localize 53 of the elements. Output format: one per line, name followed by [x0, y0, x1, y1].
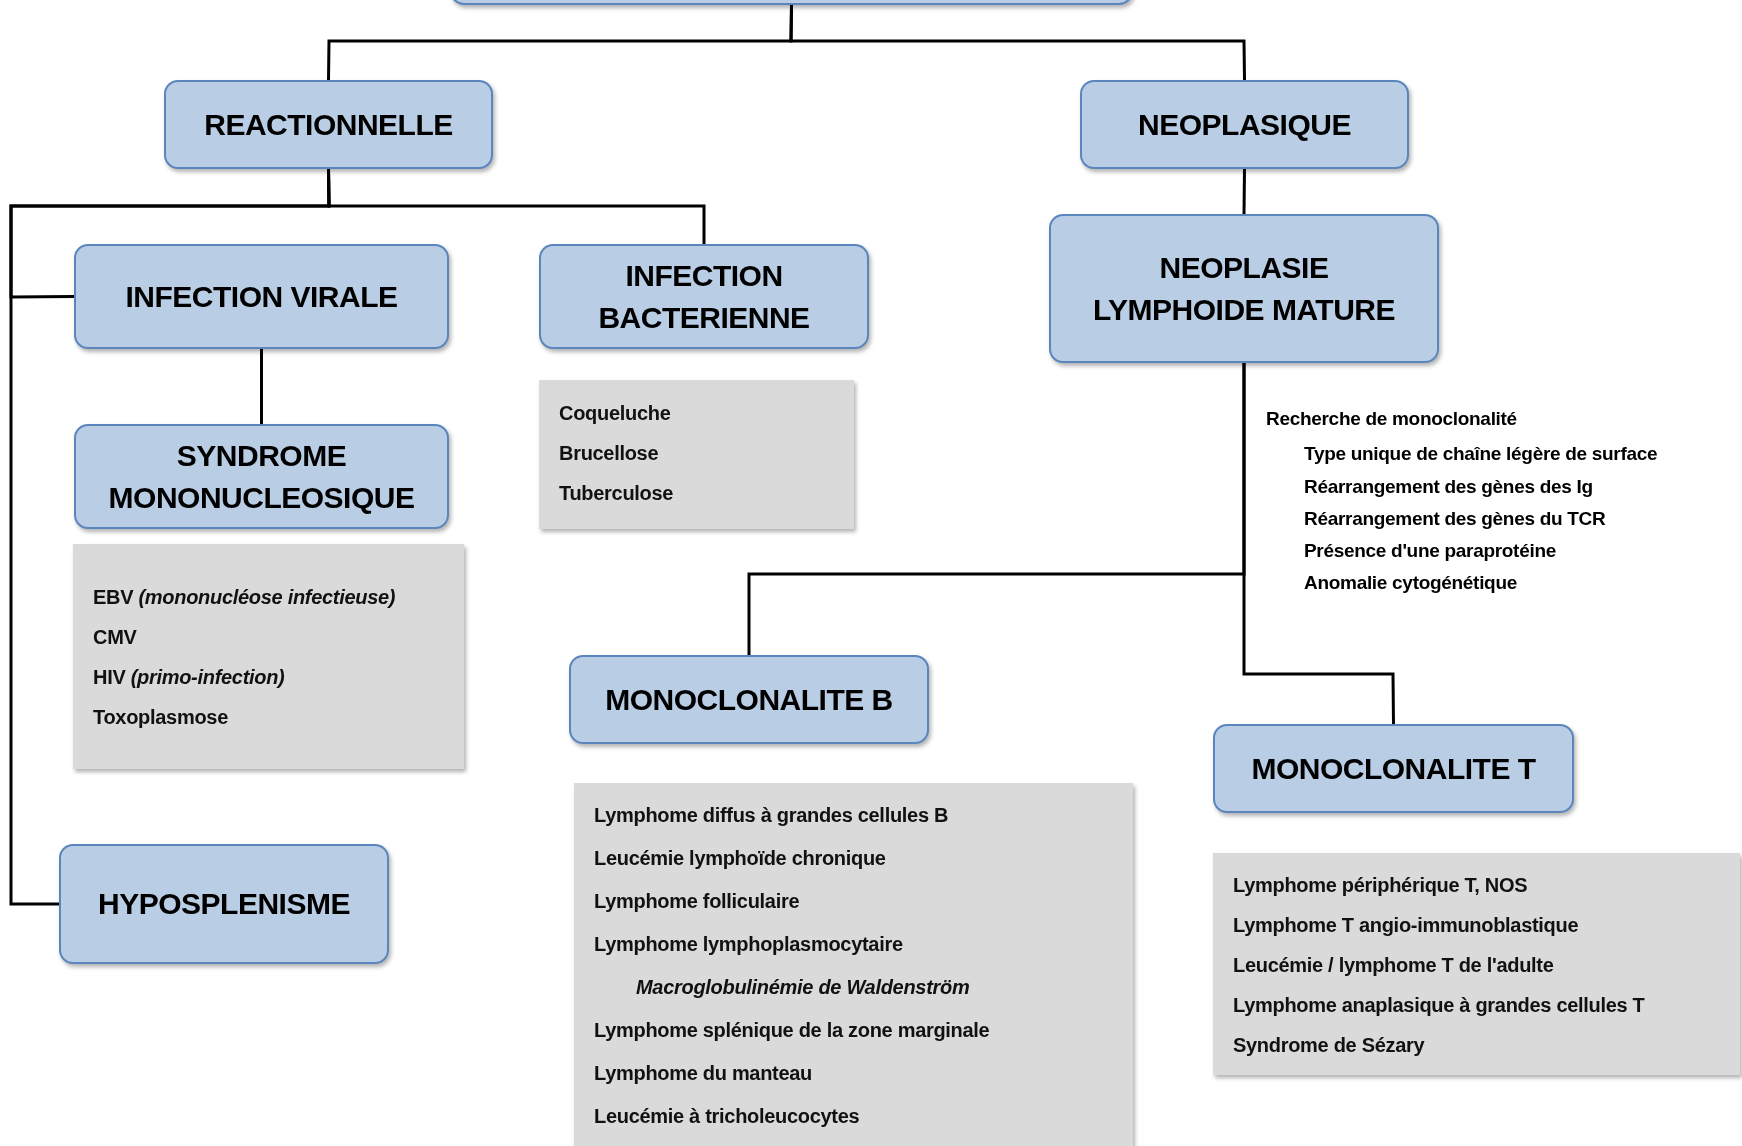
list-item: Leucémie lymphoïde chronique [594, 847, 886, 870]
category-box [74, 424, 449, 529]
criterion-item: Anomalie cytogénétique [1304, 572, 1517, 594]
category-box [1080, 80, 1409, 169]
connector-line [260, 349, 263, 424]
criterion-item: Réarrangement des gènes du TCR [1304, 508, 1606, 530]
criterion-item: Présence d'une paraprotéine [1304, 540, 1556, 562]
list-item: Lymphome lymphoplasmocytaire [594, 933, 903, 956]
list-item: EBV (mononucléose infectieuse) [93, 586, 396, 609]
list-item: HIV (primo-infection) [93, 666, 285, 689]
list-panel [1213, 853, 1740, 1075]
list-item: Coqueluche [559, 402, 671, 425]
box-label: REACTIONNELLE [203, 106, 454, 143]
list-item: Leucémie / lymphome T de l'adulte [1233, 954, 1554, 977]
category-box [569, 655, 929, 744]
category-box [59, 844, 389, 964]
list-item: Lymphome anaplasique à grandes cellules T [1233, 994, 1645, 1017]
list-item: Tuberculose [559, 482, 674, 505]
list-item: Syndrome de Sézary [1233, 1034, 1425, 1057]
box-label: MONOCLONALITE T [1250, 750, 1537, 787]
list-item: Lymphome diffus à grandes cellules B [594, 804, 949, 827]
box-label: SYNDROME MONONUCLEOSIQUE [107, 437, 416, 516]
connector-line [9, 168, 331, 906]
list-item: Macroglobulinémie de Waldenström [636, 976, 970, 999]
list-panel [73, 544, 464, 769]
connector-line [1242, 363, 1395, 724]
list-item: Leucémie à tricholeucocytes [594, 1105, 860, 1128]
box-label: INFECTION VIRALE [124, 278, 399, 315]
list-item: Toxoplasmose [93, 706, 228, 729]
list-item: Lymphome splénique de la zone marginale [594, 1019, 990, 1042]
list-item: Lymphome périphérique T, NOS [1233, 874, 1528, 897]
list-panel [574, 783, 1133, 1146]
list-panel [539, 380, 854, 529]
list-item: Lymphome du manteau [594, 1062, 813, 1085]
list-item: CMV [93, 626, 137, 649]
list-item: Lymphome T angio-immunoblastique [1233, 914, 1579, 937]
criterion-item: Réarrangement des gènes des Ig [1304, 476, 1593, 498]
box-label: NEOPLASIQUE [1137, 106, 1352, 143]
category-box [539, 244, 869, 349]
box-label: HYPOSPLENISME [97, 886, 351, 922]
criterion-heading: Recherche de monoclonalité [1266, 408, 1517, 430]
list-item: Brucellose [559, 442, 659, 465]
category-box [1213, 724, 1574, 813]
category-box [74, 244, 449, 349]
criterion-item: Type unique de chaîne légère de surface [1304, 443, 1658, 465]
connector-line [1242, 169, 1246, 214]
category-box [1049, 214, 1439, 363]
box-label: NEOPLASIE LYMPHOIDE MATURE [1092, 249, 1396, 328]
box-label: INFECTION BACTERIENNE [597, 257, 811, 336]
connector-line [789, 4, 1246, 80]
list-item: Lymphome folliculaire [594, 890, 800, 913]
category-box [164, 80, 493, 169]
box-label: MONOCLONALITE B [604, 681, 894, 718]
